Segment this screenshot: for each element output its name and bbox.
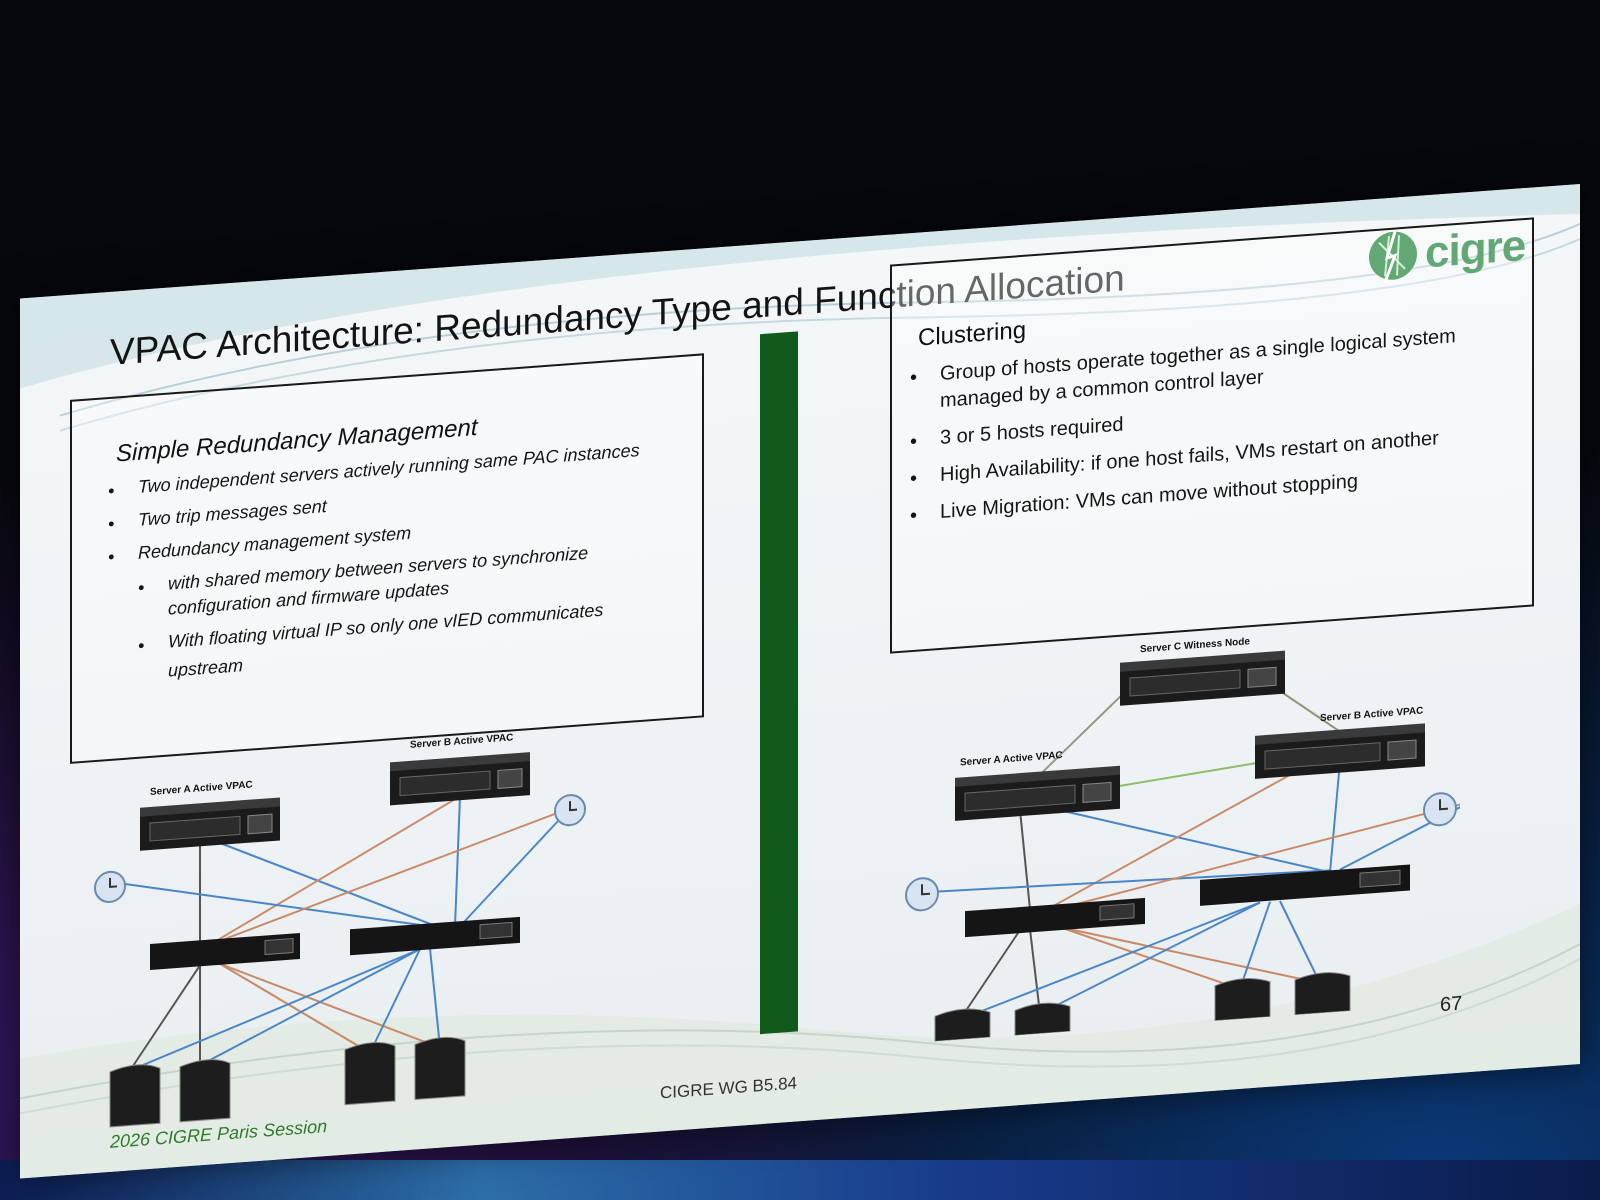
merging-unit-icon [179, 1059, 231, 1123]
presentation-slide: VPAC Architecture: Redundancy Type and F… [20, 183, 1580, 1179]
merging-unit-icon [1294, 972, 1351, 1016]
slide-background-swoosh [20, 183, 1580, 1179]
clock-icon [554, 794, 586, 827]
network-switch-icon [965, 897, 1145, 938]
network-links [905, 650, 1460, 1042]
merging-unit-icon [109, 1064, 161, 1128]
page-number: 67 [1440, 992, 1463, 1017]
server-b-icon [1255, 723, 1425, 779]
cigre-globe-icon [1369, 231, 1417, 283]
merging-unit-icon [344, 1042, 396, 1106]
network-switch-icon [1200, 864, 1410, 906]
vertical-divider [760, 331, 798, 1035]
server-b-icon [390, 752, 530, 806]
merging-unit-icon [1214, 977, 1271, 1022]
simple-redundancy-list: •Two independent servers actively runnin… [108, 440, 640, 698]
merging-unit-icon [934, 1008, 991, 1042]
clock-icon [905, 877, 939, 912]
clustering-box: Clustering •Group of hosts operate toget… [890, 217, 1534, 654]
simple-redundancy-diagram: Server A Active VPAC Server B Active VPA… [90, 725, 610, 1133]
server-c-icon [1120, 650, 1285, 706]
network-links [94, 752, 586, 1128]
network-switch-icon [350, 916, 520, 956]
clustering-heading: Clustering [918, 316, 1027, 352]
server-a-icon [140, 797, 280, 851]
clustering-diagram: Server C Witness Node Server A Active VP… [900, 603, 1460, 1044]
clock-icon [94, 870, 126, 903]
cigre-logo: cigre [1365, 218, 1525, 286]
merging-unit-icon [1014, 1002, 1071, 1036]
merging-unit-icon [414, 1036, 466, 1101]
clock-icon [1423, 792, 1457, 827]
clustering-list: •Group of hosts operate together as a si… [910, 325, 1456, 540]
server-a-icon [955, 765, 1120, 821]
simple-redundancy-box: Simple Redundancy Management •Two indepe… [70, 353, 704, 764]
network-switch-icon [150, 932, 300, 970]
